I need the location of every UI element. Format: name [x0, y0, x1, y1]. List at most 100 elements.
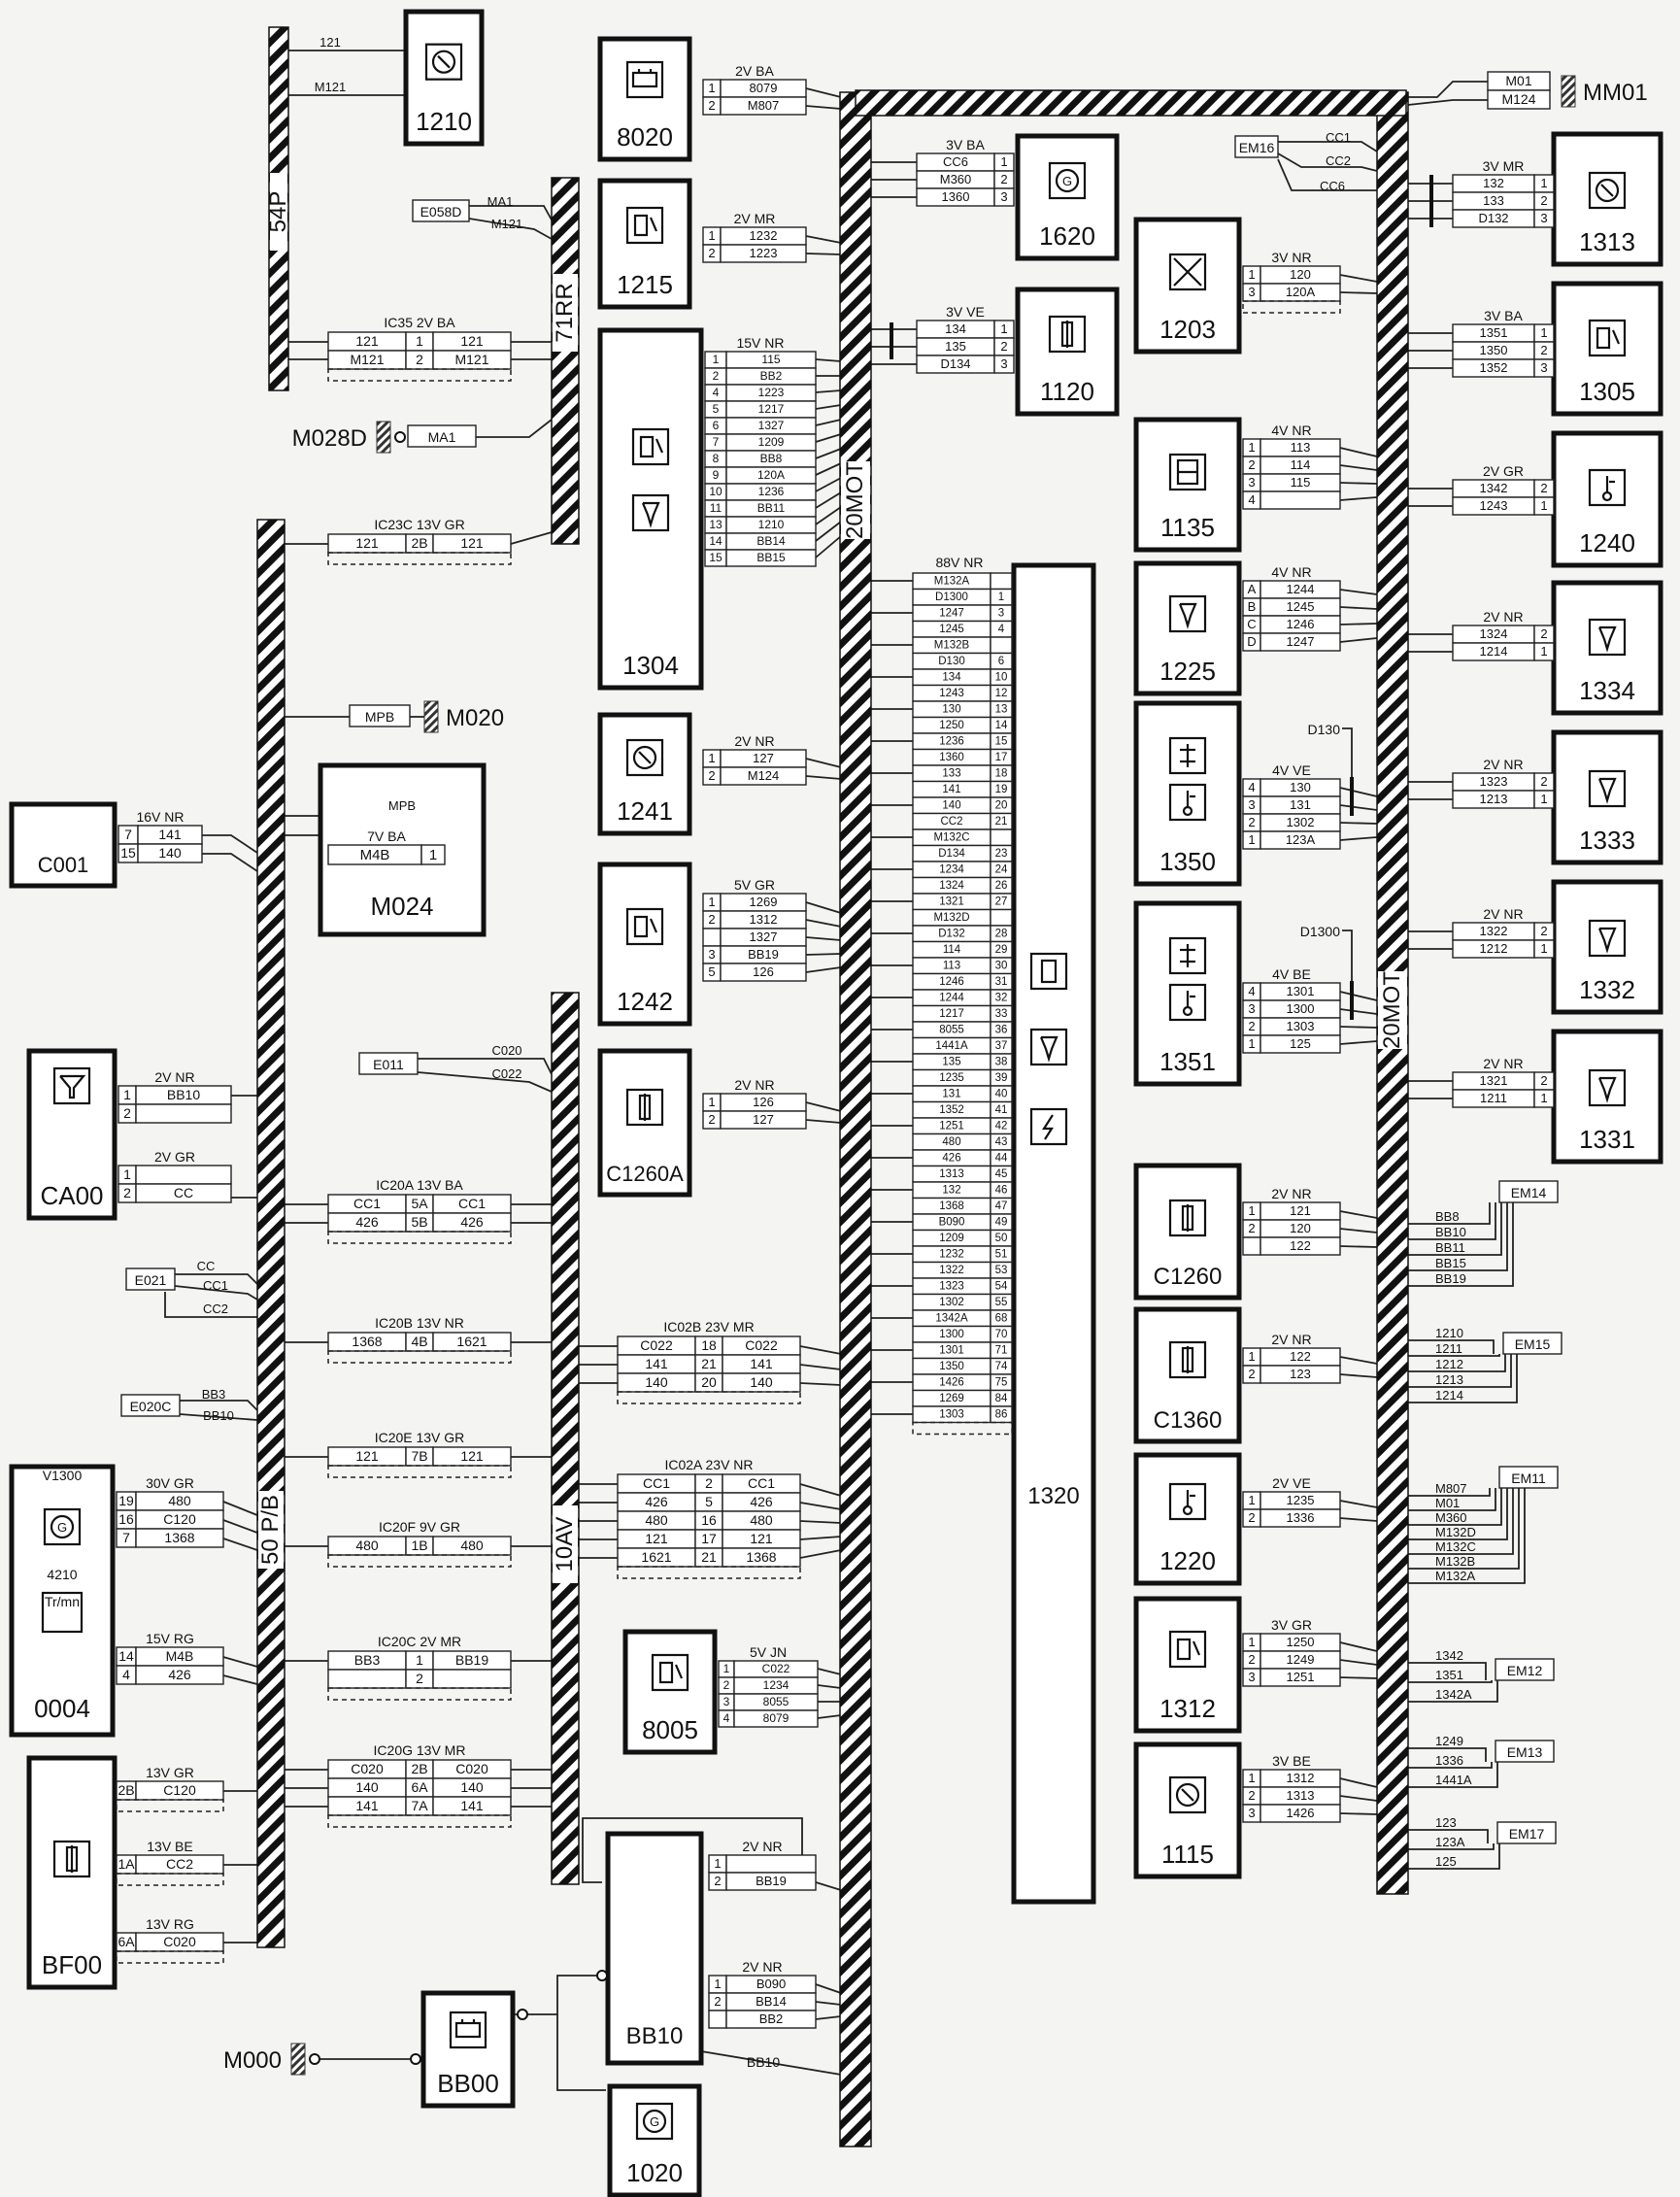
- connector-ic02b-cell-text: 18: [701, 1337, 717, 1353]
- c8005-icon: [651, 1653, 689, 1692]
- wire: [1339, 836, 1378, 841]
- plug-p1312-cell-text: 1250: [1287, 1635, 1315, 1649]
- plug-pc1360-cell: [1260, 1365, 1341, 1384]
- bb10-label: BB10: [626, 2023, 684, 2049]
- c1225-icon-part: [1168, 594, 1207, 633]
- p1135-header: 4V NR: [1271, 422, 1311, 438]
- p0004a-header: 30V GR: [146, 1475, 194, 1491]
- c1351-icon-part: [1168, 936, 1207, 975]
- plug-pbb10a-cell: [725, 1872, 817, 1891]
- terminal: [517, 2009, 528, 2020]
- plug-ecu-1320-cell-text: 37: [995, 1040, 1008, 1052]
- wire: [222, 1656, 258, 1668]
- wire: [1339, 464, 1378, 471]
- c1203-icon-part: [1173, 257, 1202, 287]
- wire: [1339, 1517, 1378, 1522]
- plug-p1225-cell: [1260, 632, 1341, 652]
- connector-ic20c-cell-text: BB19: [455, 1652, 488, 1668]
- em15-wire-label: 1212: [1435, 1357, 1463, 1371]
- wire: [815, 477, 842, 492]
- connector-em13: [1495, 1740, 1555, 1763]
- plug-pbb10b-cell-text: 2: [714, 1994, 721, 2009]
- plug-ecu-1320-cell-text: 50: [995, 1233, 1008, 1244]
- plug-p1135-cell-text: 114: [1291, 457, 1311, 472]
- p1203-header: 3V NR: [1271, 250, 1311, 265]
- c1020-icon-part: [642, 2109, 667, 2134]
- 1351-coil-icon-part: [1182, 1005, 1193, 1017]
- plug-p1305-cell-text: 1350: [1480, 343, 1508, 357]
- plug-p1313-cell-text: D132: [1478, 211, 1508, 225]
- p1241-header: 2V NR: [734, 733, 774, 749]
- wire-label: BB3: [202, 1387, 226, 1402]
- plug-p1242-cell-text: BB19: [748, 947, 779, 962]
- plug-p1242-cell-text: 1327: [750, 930, 778, 944]
- wire: [1408, 1202, 1502, 1256]
- connector-ic02a-cell-text: 121: [750, 1531, 773, 1546]
- ground-label: M028D: [292, 425, 367, 452]
- c1334-label: 1334: [1579, 676, 1635, 705]
- wire: [1408, 1202, 1491, 1225]
- panel-0004-code: V1300: [43, 1468, 83, 1483]
- wire: [1408, 1354, 1518, 1403]
- plug-p1225-cell-text: 1245: [1287, 599, 1315, 614]
- c1020-label: 1020: [626, 2158, 683, 2187]
- plug-ecu-1320-cell-text: 1269: [939, 1393, 964, 1404]
- c8020-icon-part: [625, 60, 664, 99]
- plug-p1225-cell-text: 1246: [1287, 617, 1315, 631]
- plug-ecu-1320-cell-text: 133: [942, 768, 960, 780]
- c1332-icon-part: [1597, 927, 1617, 954]
- plug-p1332-cell-text: 1: [1540, 941, 1547, 956]
- 1351-coil-icon-part: [1168, 983, 1207, 1022]
- ic02a-header: IC02A 23V NR: [664, 1457, 753, 1472]
- connector-ic20b-cell-text: 1621: [456, 1334, 487, 1349]
- plug-p0004b-cell-text: 426: [168, 1667, 191, 1682]
- c1332-icon: [1588, 919, 1627, 958]
- wire: [1278, 141, 1378, 152]
- plug-ecu-1320-cell-text: 1300: [939, 1329, 964, 1340]
- plug-p1220-cell: [1260, 1508, 1341, 1528]
- plug-p8005-cell-text: 1234: [763, 1678, 790, 1692]
- plug-p1225-cell-text: C: [1247, 617, 1256, 631]
- component-c1304: [597, 327, 704, 691]
- plug-p1313-cell-text: 3: [1540, 211, 1547, 225]
- ground-label: M020: [446, 705, 504, 731]
- wire: [815, 419, 842, 426]
- connector-e021: [125, 1268, 176, 1291]
- cc1260-label: C1260: [1154, 1264, 1223, 1290]
- 1350-coil-icon-part: [1168, 783, 1207, 822]
- connector-ic02a-cell-text: 480: [645, 1512, 668, 1528]
- wire: [1339, 1659, 1378, 1666]
- c1312-icon-part: [1176, 1638, 1192, 1661]
- wire: [174, 1285, 258, 1301]
- ic02a-dashed-outline: [617, 1566, 801, 1579]
- wire: [815, 389, 842, 393]
- plug-ecu-1320-cell-text: 84: [995, 1393, 1008, 1404]
- plug-p1240-cell-text: 1342: [1480, 481, 1508, 495]
- em14-wire-label: BB19: [1435, 1271, 1466, 1286]
- em11-wire-label: M132D: [1435, 1525, 1476, 1539]
- c1332-label: 1332: [1579, 975, 1635, 1004]
- plug-p1351-cell-text: 1: [1248, 1036, 1255, 1051]
- plug-ecu-1320-cell-text: 39: [995, 1072, 1008, 1084]
- plug-p1312-cell-text: 1249: [1287, 1652, 1315, 1667]
- plug-p1225-cell-text: 1244: [1287, 582, 1315, 596]
- wire: [1408, 1843, 1495, 1850]
- component-cc001: [9, 801, 118, 889]
- wire: [815, 535, 842, 558]
- wire: [222, 1519, 258, 1534]
- bf00a-header: 13V GR: [146, 1765, 194, 1780]
- c1135-label: 1135: [1160, 513, 1215, 542]
- plug-p8005-cell-text: 8055: [763, 1695, 790, 1708]
- plug-p8020-cell-text: 2: [708, 98, 715, 113]
- wire: [1339, 482, 1378, 485]
- connector-em14: [1498, 1180, 1559, 1203]
- plug-p1331-cell-text: 1321: [1480, 1073, 1508, 1088]
- c1350-icon: [1168, 736, 1207, 775]
- c8005-icon-part: [674, 1664, 684, 1679]
- plug-p1620-cell-text: CC6: [943, 154, 968, 169]
- plug-ecu-1320-cell-text: 31: [995, 976, 1008, 988]
- connector-em16-text: EM16: [1239, 140, 1275, 155]
